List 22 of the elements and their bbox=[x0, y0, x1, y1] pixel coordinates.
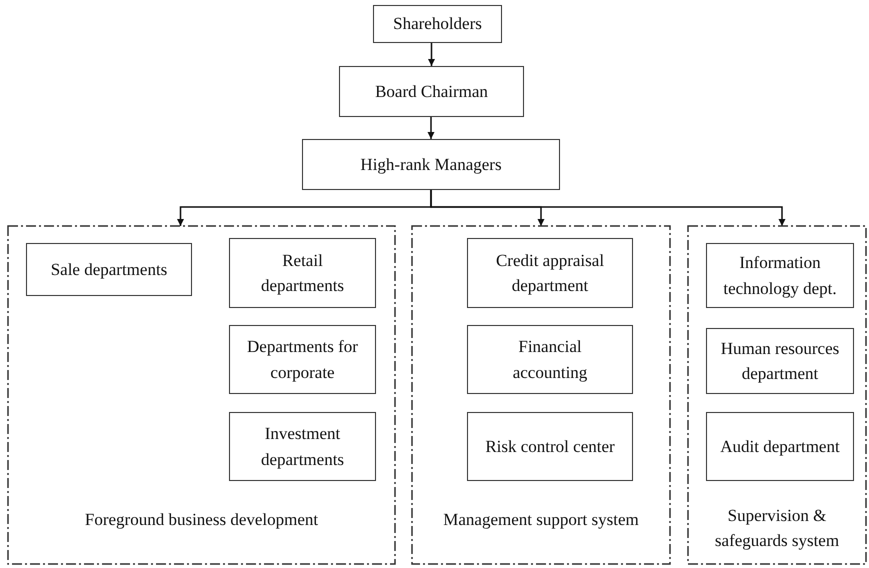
department-box: Risk control center bbox=[467, 412, 633, 481]
group-label: Foreground business development bbox=[84, 509, 320, 531]
department-box: Information technology dept. bbox=[706, 243, 854, 308]
department-box: Audit department bbox=[706, 412, 854, 481]
department-box: Credit appraisal department bbox=[467, 238, 633, 308]
department-box: Board Chairman bbox=[339, 66, 524, 117]
department-box: Human resources department bbox=[706, 328, 854, 394]
department-box: Departments for corporate bbox=[229, 325, 376, 394]
department-box: Investment departments bbox=[229, 412, 376, 481]
group-label: Supervision & safeguards system bbox=[714, 505, 840, 552]
department-box: Shareholders bbox=[373, 5, 502, 43]
department-box: Sale departments bbox=[26, 243, 192, 296]
group-panel bbox=[8, 226, 395, 564]
department-box: Retail departments bbox=[229, 238, 376, 308]
arrow bbox=[430, 190, 786, 226]
department-box: Financial accounting bbox=[467, 325, 633, 394]
arrow bbox=[428, 117, 434, 139]
group-label: Management support system bbox=[442, 509, 640, 531]
group-panel bbox=[688, 226, 866, 564]
department-box: High-rank Managers bbox=[302, 139, 560, 190]
group-panel bbox=[412, 226, 670, 564]
arrow bbox=[428, 43, 435, 66]
